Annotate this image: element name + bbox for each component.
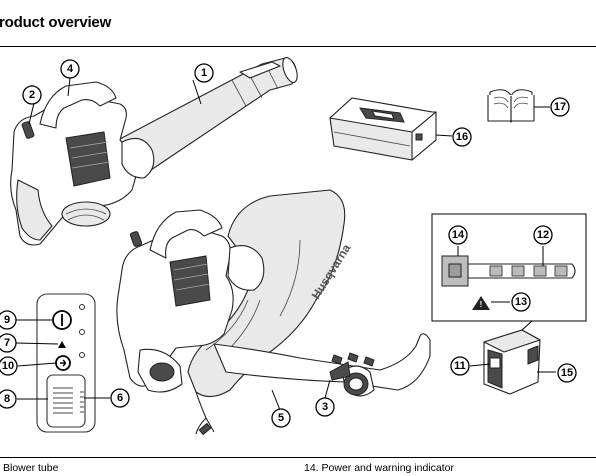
svg-text:9: 9 bbox=[4, 314, 10, 326]
callout-10: 10 bbox=[0, 357, 17, 375]
callout-2: 2 bbox=[23, 86, 41, 104]
svg-text:2: 2 bbox=[29, 89, 35, 101]
callout-3: 3 bbox=[316, 398, 334, 416]
callout-16: 16 bbox=[453, 128, 471, 146]
svg-text:5: 5 bbox=[278, 412, 284, 424]
callout-9: 9 bbox=[0, 311, 16, 329]
battery-charger bbox=[330, 98, 436, 160]
callout-1: 1 bbox=[195, 64, 213, 82]
svg-text:15: 15 bbox=[561, 367, 573, 379]
callout-15: 15 bbox=[558, 364, 576, 382]
callout-6: 6 bbox=[111, 389, 129, 407]
callout-8: 8 bbox=[0, 390, 16, 408]
svg-text:14: 14 bbox=[452, 229, 465, 241]
svg-text:17: 17 bbox=[554, 101, 566, 113]
svg-text:11: 11 bbox=[454, 360, 466, 372]
svg-text:6: 6 bbox=[117, 392, 123, 404]
caption-blower-tube: Blower tube bbox=[3, 462, 58, 474]
callout-11: 11 bbox=[451, 357, 469, 375]
svg-text:!: ! bbox=[480, 300, 483, 309]
svg-text:4: 4 bbox=[67, 63, 74, 75]
svg-text:12: 12 bbox=[537, 229, 549, 241]
svg-text:16: 16 bbox=[456, 131, 468, 143]
manual-book-icon bbox=[488, 90, 534, 122]
caption-power-warning-indicator: 14. Power and warning indicator bbox=[304, 462, 454, 474]
control-panel bbox=[37, 294, 95, 432]
callout-14: 14 bbox=[449, 226, 467, 244]
callout-5: 5 bbox=[272, 409, 290, 427]
svg-text:10: 10 bbox=[2, 360, 14, 372]
svg-text:1: 1 bbox=[201, 67, 207, 79]
callout-7: 7 bbox=[0, 334, 16, 352]
svg-text:13: 13 bbox=[515, 296, 527, 308]
battery-pack bbox=[484, 330, 540, 394]
svg-text:3: 3 bbox=[322, 401, 328, 413]
callout-13: 13 bbox=[512, 293, 530, 311]
callout-12: 12 bbox=[534, 226, 552, 244]
svg-text:7: 7 bbox=[4, 337, 10, 349]
svg-text:8: 8 bbox=[4, 393, 10, 405]
footer-rule bbox=[0, 457, 596, 458]
callout-17: 17 bbox=[551, 98, 569, 116]
callout-4: 4 bbox=[61, 60, 79, 78]
